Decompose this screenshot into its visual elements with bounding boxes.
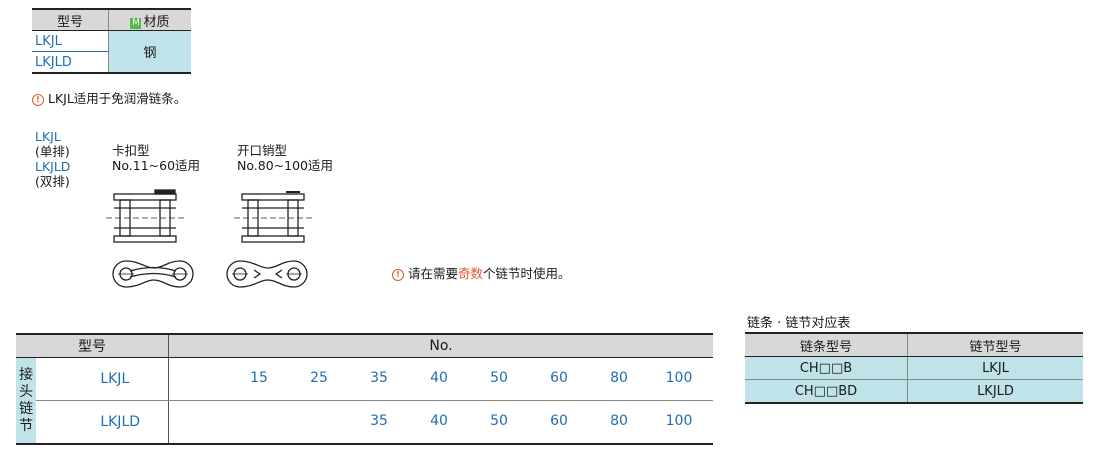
table-row-values: 35 40 50 60 80 100 xyxy=(168,400,713,445)
type-labels: LKJL (单排) LKJLD (双排) xyxy=(35,129,70,189)
label-double: (双排) xyxy=(35,174,70,189)
corr-chain: CH□□BD xyxy=(745,379,908,404)
label-lkjld: LKJLD xyxy=(35,159,71,174)
corr-link: LKJLD xyxy=(907,379,1083,404)
corr-header-link: 链节型号 xyxy=(907,332,1083,357)
clip-type-side-view xyxy=(106,189,184,243)
size-value: 100 xyxy=(665,370,693,386)
link-drawings xyxy=(106,189,312,288)
no-header-no: No. xyxy=(168,333,713,358)
corr-link: LKJL xyxy=(907,356,1083,380)
mat-row-model: LKJLD xyxy=(32,51,109,74)
clip-type-top-view xyxy=(112,260,194,288)
table-row-values: 15 25 35 40 50 60 80 100 xyxy=(168,357,713,401)
cotter-type-top-view xyxy=(226,260,308,288)
correspondence-title: 链条 · 链节对应表 xyxy=(747,316,851,331)
size-value: 60 xyxy=(550,413,568,429)
size-value: 15 xyxy=(250,370,268,386)
size-value: 50 xyxy=(490,370,508,386)
mat-header-model: 型号 xyxy=(32,8,109,31)
size-value: 35 xyxy=(370,413,388,429)
cotter-type-side-view xyxy=(234,191,312,243)
side-label: 接 头 链 节 xyxy=(16,357,37,445)
label-single: (单排) xyxy=(35,144,70,159)
mat-material-value: 钢 xyxy=(108,30,191,74)
table-row-model: LKJL xyxy=(36,357,170,401)
type-clip-name: 卡扣型 xyxy=(112,143,150,158)
size-value: 25 xyxy=(310,370,328,386)
type-cotter: 开口销型 No.80~100适用 xyxy=(237,143,333,173)
size-value: 80 xyxy=(610,370,628,386)
note-top: !LKJL适用于免润滑链条。 xyxy=(32,88,186,107)
size-value: 35 xyxy=(370,370,388,386)
note-highlight: 奇数 xyxy=(458,266,484,281)
correspondence-table: 链条型号 链节型号 CH□□B LKJL CH□□BD LKJLD xyxy=(745,332,1083,404)
type-cotter-name: 开口销型 xyxy=(237,143,288,158)
caution-icon: ! xyxy=(392,269,404,281)
no-header-model: 型号 xyxy=(16,333,169,358)
size-value: 40 xyxy=(430,370,448,386)
size-value: 50 xyxy=(490,413,508,429)
type-clip-range: No.11~60适用 xyxy=(112,158,201,173)
label-lkjl: LKJL xyxy=(35,129,61,144)
corr-chain: CH□□B xyxy=(745,356,908,380)
size-value: 40 xyxy=(430,413,448,429)
type-clip: 卡扣型 No.11~60适用 xyxy=(112,143,200,173)
mat-row-model: LKJL xyxy=(32,30,109,52)
caution-icon: ! xyxy=(32,94,44,106)
size-value: 100 xyxy=(665,413,693,429)
table-row-model: LKJLD xyxy=(36,400,170,445)
size-table: 型号 No. 接 头 链 节 LKJL 15 25 35 40 50 60 80… xyxy=(16,333,713,445)
type-cotter-range: No.80~100适用 xyxy=(237,158,333,173)
corr-header-chain: 链条型号 xyxy=(745,332,908,357)
material-badge-icon: M xyxy=(130,17,142,29)
size-value: 80 xyxy=(610,413,628,429)
note-mid: !请在需要奇数个链节时使用。 xyxy=(392,263,571,282)
size-value: 60 xyxy=(550,370,568,386)
